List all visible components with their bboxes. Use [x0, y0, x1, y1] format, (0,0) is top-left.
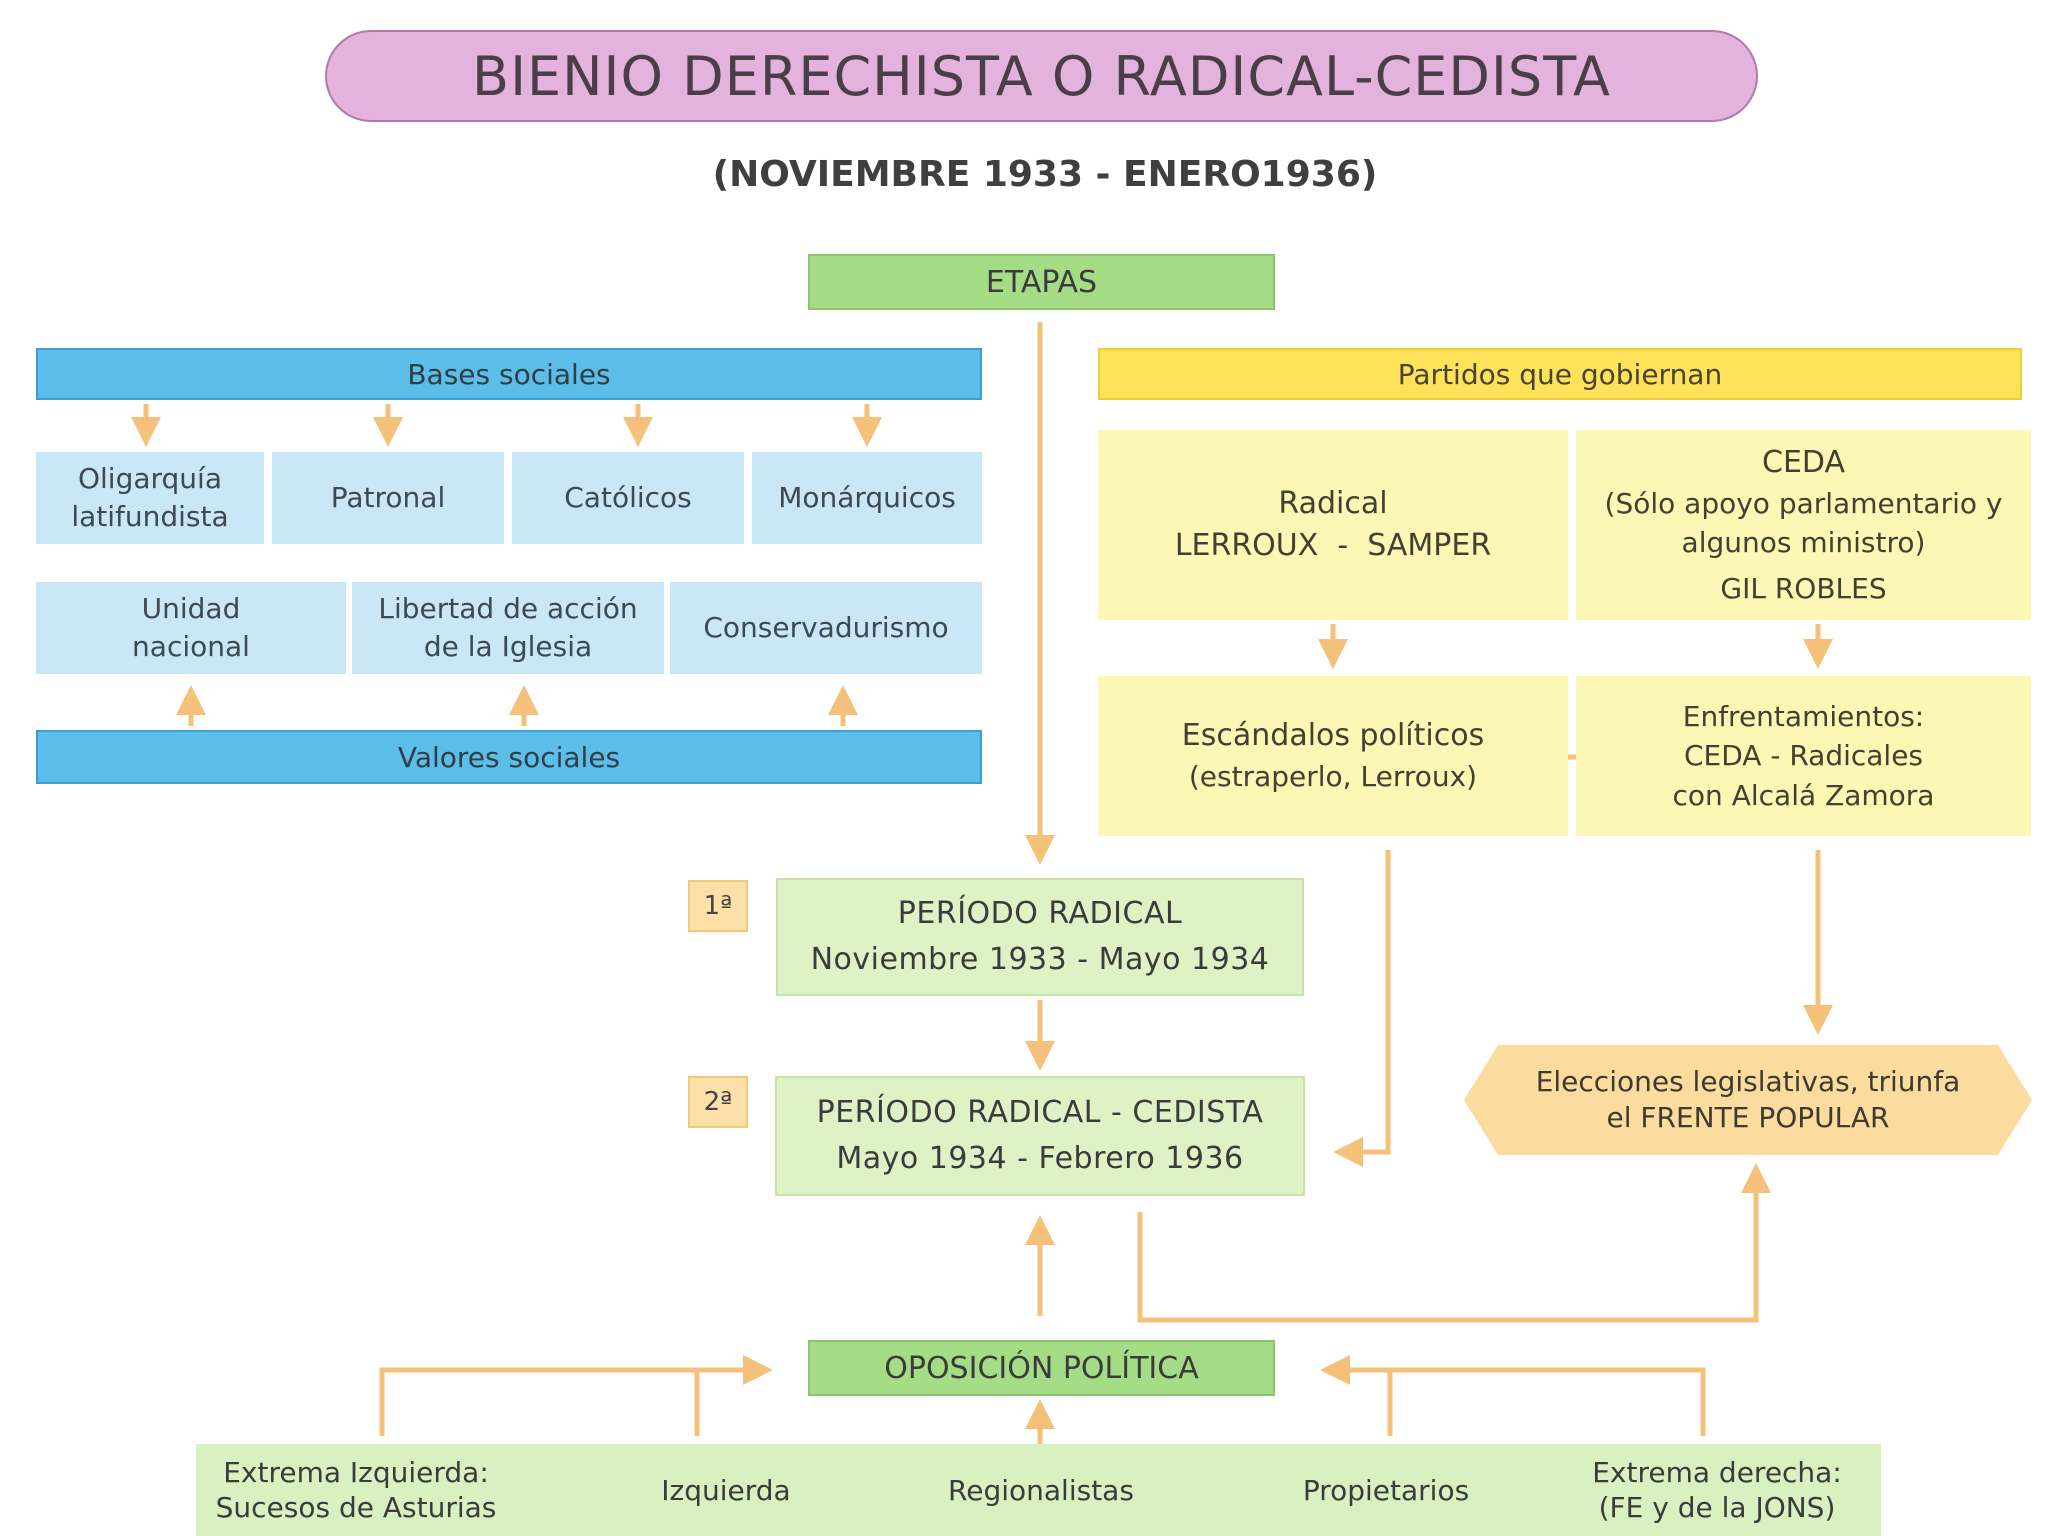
partido-radical-leaders: LERROUX - SAMPER: [1174, 528, 1492, 563]
page-subtitle: (NOVIEMBRE 1933 - ENERO1936): [712, 153, 1378, 195]
enfrentamientos-line2: CEDA - Radicales: [1683, 739, 1924, 773]
title-banner: BIENIO DERECHISTA O RADICAL-CEDISTA: [325, 30, 1758, 122]
oposicion-izquierda: Izquierda: [661, 1473, 791, 1507]
oposicion-extrema-derecha: Extrema derecha: (FE y de la JONS): [1592, 1456, 1842, 1524]
periodo-1-badge: 1ª: [688, 880, 748, 932]
valores-item-unidad: Unidad nacional: [36, 582, 346, 674]
enfrentamientos-line3: con Alcalá Zamora: [1672, 778, 1935, 812]
oposicion-propietarios: Propietarios: [1302, 1473, 1470, 1507]
escandalos-line1: Escándalos políticos: [1181, 718, 1485, 754]
periodo-1-name: PERÍODO RADICAL: [897, 895, 1183, 931]
elecciones-text: Elecciones legislativas, triunfa el FREN…: [1535, 1064, 1961, 1134]
periodo-radical-box: PERÍODO RADICAL Noviembre 1933 - Mayo 19…: [776, 878, 1304, 996]
enfrentamientos-line1: Enfrentamientos:: [1682, 700, 1925, 734]
oposicion-regionalistas: Regionalistas: [948, 1473, 1134, 1507]
partido-ceda-name: CEDA: [1762, 445, 1845, 481]
bases-sociales-header: Bases sociales: [36, 348, 982, 400]
elecciones-hexagon: Elecciones legislativas, triunfa el FREN…: [1464, 1045, 2032, 1155]
partido-ceda-note: (Sólo apoyo parlamentario y algunos mini…: [1604, 487, 2003, 560]
oposicion-row: Extrema Izquierda: Sucesos de Asturias I…: [196, 1444, 1881, 1536]
periodo-2-dates: Mayo 1934 - Febrero 1936: [836, 1141, 1244, 1176]
bases-item-catolicos: Católicos: [512, 452, 744, 544]
enfrentamientos-box: Enfrentamientos: CEDA - Radicales con Al…: [1576, 676, 2031, 836]
partido-ceda: CEDA (Sólo apoyo parlamentario y algunos…: [1576, 430, 2031, 620]
valores-item-conservadurismo: Conservadurismo: [670, 582, 982, 674]
etapas-header: ETAPAS: [808, 254, 1275, 310]
partido-ceda-leader: GIL ROBLES: [1720, 571, 1887, 605]
page-title: BIENIO DERECHISTA O RADICAL-CEDISTA: [472, 44, 1611, 108]
valores-sociales-header: Valores sociales: [36, 730, 982, 784]
partido-radical-name: Radical: [1278, 486, 1388, 521]
bases-item-oligarquia: Oligarquía latifundista: [36, 452, 264, 544]
bases-item-monarquicos: Monárquicos: [752, 452, 982, 544]
escandalos-line2: (estraperlo, Lerroux): [1188, 760, 1478, 794]
periodo-2-badge: 2ª: [688, 1076, 748, 1128]
partido-radical: Radical LERROUX - SAMPER: [1098, 430, 1568, 620]
bases-item-patronal: Patronal: [272, 452, 504, 544]
periodo-1-dates: Noviembre 1933 - Mayo 1934: [810, 942, 1270, 977]
escandalos-box: Escándalos políticos (estraperlo, Lerrou…: [1098, 676, 1568, 836]
oposicion-header: OPOSICIÓN POLÍTICA: [808, 1340, 1275, 1396]
oposicion-extrema-izquierda: Extrema Izquierda: Sucesos de Asturias: [215, 1456, 497, 1524]
partidos-header: Partidos que gobiernan: [1098, 348, 2022, 400]
periodo-radical-cedista-box: PERÍODO RADICAL - CEDISTA Mayo 1934 - Fe…: [775, 1076, 1305, 1196]
periodo-2-name: PERÍODO RADICAL - CEDISTA: [816, 1094, 1264, 1130]
valores-item-libertad: Libertad de acción de la Iglesia: [352, 582, 664, 674]
